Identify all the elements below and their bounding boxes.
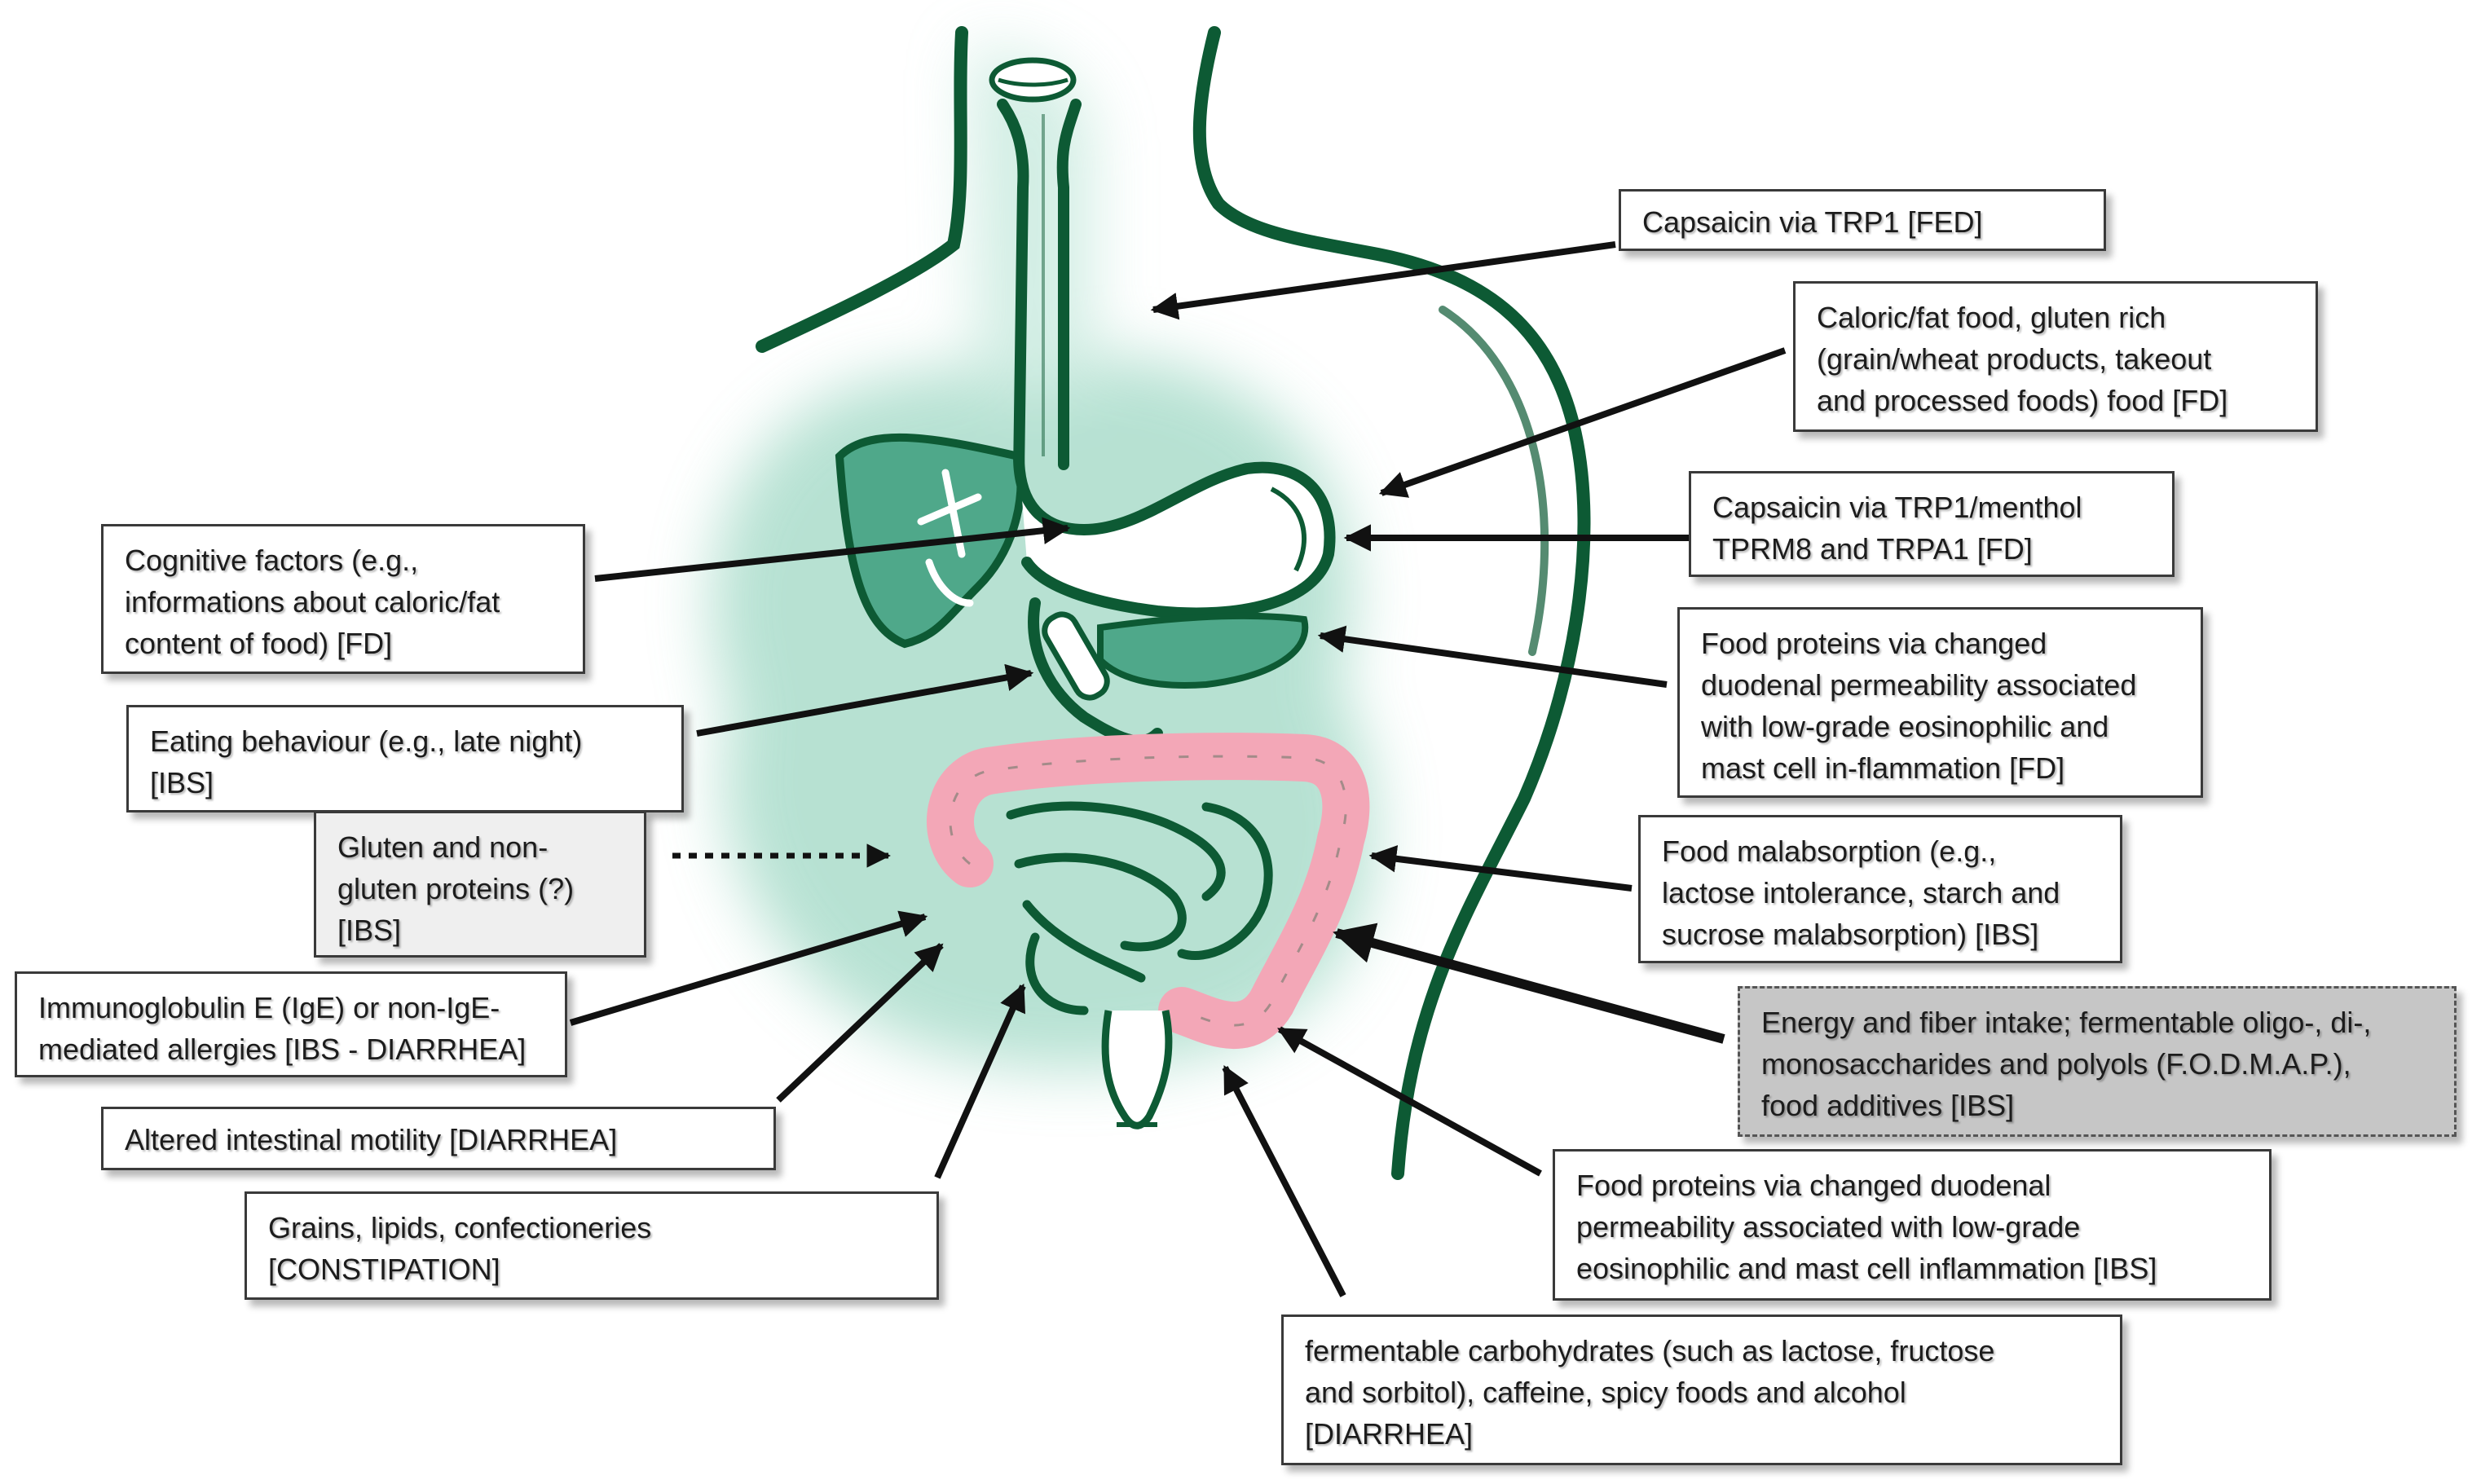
- label-grains: Grains, lipids, confectioneries [CONSTIP…: [245, 1191, 939, 1300]
- pancreas: [1097, 612, 1309, 689]
- label-food-proteins-ibs: Food proteins via changed duodenal perme…: [1553, 1149, 2272, 1301]
- arrow-caloric-fat: [1378, 347, 1787, 498]
- label-eating-behaviour: Eating behaviour (e.g., late night) [IBS…: [126, 705, 684, 812]
- arrow-motility: [776, 943, 944, 1103]
- bile-duct: [1042, 611, 1110, 701]
- label-motility: Altered intestinal motility [DIARRHEA]: [101, 1107, 776, 1170]
- arrow-cognitive: [594, 517, 1071, 582]
- stomach: [1013, 451, 1336, 619]
- body-outline-right: [1192, 26, 1591, 1180]
- label-caloric-fat: Caloric/fat food, gluten rich (grain/whe…: [1793, 281, 2318, 432]
- label-motility-text: Altered intestinal motility [DIARRHEA]: [125, 1123, 618, 1156]
- arrows: [569, 241, 1787, 1297]
- label-ige: Immunoglobulin E (IgE) or non-IgE- media…: [15, 971, 567, 1077]
- label-cognitive-text: Cognitive factors (e.g., informations ab…: [125, 544, 500, 660]
- arrow-grains: [934, 983, 1026, 1179]
- label-fodmap: Energy and fiber intake; fermentable oli…: [1738, 986, 2457, 1137]
- label-grains-text: Grains, lipids, confectioneries [CONSTIP…: [268, 1211, 652, 1286]
- arrow-ige: [569, 910, 928, 1026]
- digestive-system-illustration: [711, 26, 1591, 1180]
- arrow-fodmap: [1333, 923, 1725, 1044]
- body-outline-left: [756, 26, 968, 353]
- arrow-malabsorption: [1368, 845, 1633, 892]
- esophagus: [997, 99, 1082, 478]
- mouth: [989, 57, 1077, 103]
- label-capsaicin-menthol-text: Capsaicin via TRP1/menthol TPRM8 and TRP…: [1712, 491, 2082, 566]
- stomach-fold: [1270, 487, 1307, 572]
- label-gluten-text: Gluten and non- gluten proteins (?) [IBS…: [337, 830, 575, 947]
- mouth-line: [998, 77, 1069, 87]
- label-capsaicin-trp1-text: Capsaicin via TRP1 [FED]: [1642, 205, 1983, 239]
- rectum: [1101, 1010, 1173, 1130]
- label-capsaicin-menthol: Capsaicin via TRP1/menthol TPRM8 and TRP…: [1689, 471, 2175, 577]
- label-food-proteins-fd-text: Food proteins via changed duodenal perme…: [1701, 627, 2137, 785]
- small-intestine: [1006, 801, 1273, 1015]
- arrow-food-proteins-ibs: [1277, 1026, 1542, 1177]
- label-food-proteins-ibs-text: Food proteins via changed duodenal perme…: [1576, 1169, 2157, 1285]
- arrow-food-proteins-fd: [1317, 625, 1668, 688]
- label-eating-behaviour-text: Eating behaviour (e.g., late night) [IBS…: [150, 724, 583, 799]
- label-malabsorption-text: Food malabsorption (e.g., lactose intole…: [1662, 834, 2060, 951]
- label-food-proteins-fd: Food proteins via changed duodenal perme…: [1677, 607, 2203, 798]
- label-caloric-fat-text: Caloric/fat food, gluten rich (grain/whe…: [1817, 301, 2228, 417]
- label-fodmap-text: Energy and fiber intake; fermentable oli…: [1761, 1006, 2372, 1122]
- label-malabsorption: Food malabsorption (e.g., lactose intole…: [1638, 815, 2122, 963]
- label-fermentable: fermentable carbohydrates (such as lacto…: [1281, 1314, 2122, 1465]
- arrow-fermentable: [1222, 1065, 1346, 1297]
- label-ige-text: Immunoglobulin E (IgE) or non-IgE- media…: [38, 991, 527, 1066]
- body-edge-right: [1439, 306, 1549, 656]
- label-cognitive: Cognitive factors (e.g., informations ab…: [101, 524, 585, 674]
- label-fermentable-text: fermentable carbohydrates (such as lacto…: [1305, 1334, 1995, 1451]
- label-capsaicin-trp1: Capsaicin via TRP1 [FED]: [1619, 189, 2106, 251]
- arrow-eating-behaviour: [696, 663, 1034, 737]
- colon: [927, 733, 1370, 1049]
- arrow-capsaicin-trp1: [1150, 241, 1616, 320]
- label-gluten: Gluten and non- gluten proteins (?) [IBS…: [314, 811, 646, 958]
